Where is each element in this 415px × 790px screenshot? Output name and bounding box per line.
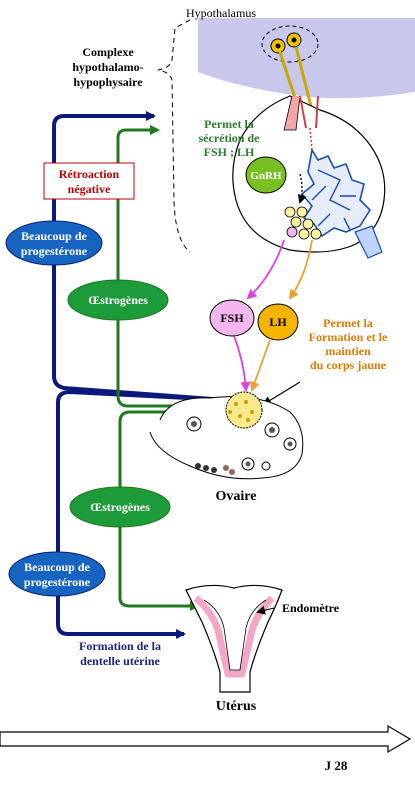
lh-ellipse: LH xyxy=(257,303,299,341)
complex-brace xyxy=(157,19,191,253)
progesterone-ellipse-bottom: Beaucoup de progestérone xyxy=(8,551,106,597)
uterus xyxy=(185,584,283,693)
oestrogen-ellipse-bottom: Œstrogènes xyxy=(69,486,171,528)
pituitary-gland xyxy=(232,95,386,259)
green-arrow-upper xyxy=(116,125,226,408)
lh-label: LH xyxy=(269,315,287,329)
prog-top-line2: progestérone xyxy=(21,244,88,258)
permet-line2: sécrétion de xyxy=(199,131,261,145)
fsh-label: FSH xyxy=(220,311,244,325)
prog-top-line1: Beaucoup de xyxy=(21,229,87,243)
dentelle-line1: Formation de la xyxy=(79,639,161,653)
retro-line2: négative xyxy=(68,182,111,196)
gnrh-ellipse: GnRH xyxy=(245,156,287,194)
formation-line2: Formation et le xyxy=(309,330,388,344)
oestro-bottom-label: Œstrogènes xyxy=(90,500,150,514)
day-label: J 28 xyxy=(325,758,348,773)
uterus-label: Utérus xyxy=(216,699,257,714)
prog-bottom-line1: Beaucoup de xyxy=(24,560,90,574)
dentelle-line2: dentelle utérine xyxy=(80,654,160,668)
timeline-arrow xyxy=(0,724,412,754)
gnrh-label: GnRH xyxy=(250,170,282,182)
retro-box: Rétroaction négative xyxy=(43,162,135,200)
hypothalamus-label: Hypothalamus xyxy=(186,6,256,20)
formation-line1: Permet la xyxy=(323,316,373,330)
permet-line1: Permet la xyxy=(204,117,254,131)
navy-arrow-lower xyxy=(56,389,227,639)
endometre-label: Endomètre xyxy=(282,601,340,615)
formation-line3: maintien xyxy=(325,344,371,358)
oestrogen-ellipse-top: Œstrogènes xyxy=(67,279,169,321)
complex-line3: hypophysaire xyxy=(73,75,143,89)
retro-line1: Rétroaction xyxy=(59,167,120,181)
lh-to-ovary-arrow xyxy=(249,339,271,392)
fsh-ellipse: FSH xyxy=(209,299,255,337)
formation-line4: du corps jaune xyxy=(310,358,387,372)
progesterone-ellipse-top: Beaucoup de progestérone xyxy=(5,220,103,266)
fsh-to-ovary-arrow xyxy=(233,335,251,392)
fsh-arrow xyxy=(246,239,285,300)
ovary xyxy=(149,391,304,480)
lh-arrow xyxy=(288,239,313,300)
complex-line2: hypothalamo- xyxy=(72,60,143,74)
ovaire-label: Ovaire xyxy=(216,489,257,504)
formation-pointer-arrow xyxy=(262,381,301,406)
complex-line1: Complexe xyxy=(82,45,134,59)
prog-bottom-line2: progestérone xyxy=(24,575,91,589)
permet-line3: FSH ; LH xyxy=(204,145,255,159)
oestro-top-label: Œstrogènes xyxy=(88,293,148,307)
